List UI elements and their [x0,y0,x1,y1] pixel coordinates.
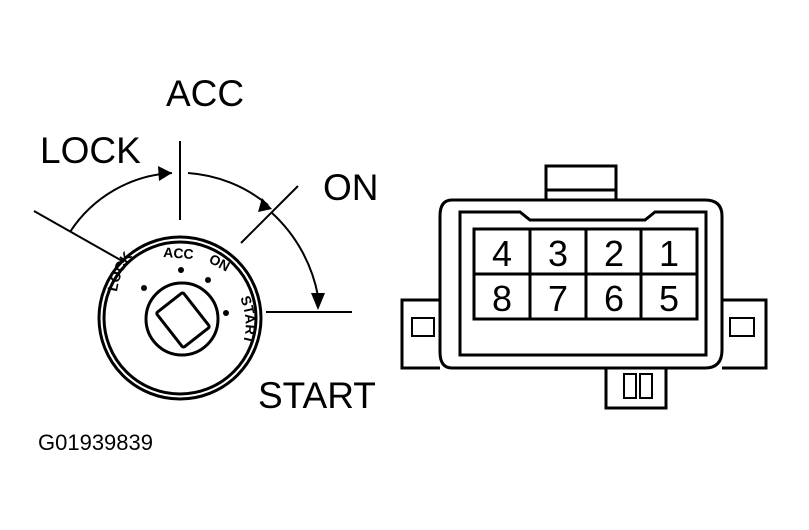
arc-arrowhead-on [258,198,272,212]
position-label-on: ON [323,167,379,208]
pin-number: 2 [604,233,624,274]
bottom-tab-slot-1 [623,373,637,399]
position-label-start: START [258,375,376,416]
figure-code: G01939839 [38,430,153,455]
left-ear-slot [411,317,435,337]
lock-to-acc-arc [69,172,173,233]
lock-position-line [33,210,125,263]
bottom-tab-slot-2 [639,373,653,399]
connector-inner-housing [458,210,708,357]
face-label-lock: LOCK [104,248,135,292]
ignition-switch: LOCK ACC ON START LOCK ACC ON START [33,73,379,416]
pin-number: 8 [492,278,512,319]
start-dot [223,310,229,316]
arc-arrowhead-acc [158,166,172,181]
on-dot [205,277,211,283]
acc-dot [178,267,184,273]
connector-bottom-tab [604,368,668,410]
connector-left-ear [400,298,440,370]
pin-number: 5 [659,278,679,319]
pin-number: 6 [604,278,624,319]
arc-arrowhead-start [311,293,325,310]
pin-number: 4 [492,233,512,274]
pin-number: 3 [548,233,568,274]
right-ear-slot [729,317,755,337]
position-label-acc: ACC [166,73,244,114]
lock-dot [141,285,147,291]
connector-housing-outline [438,198,724,370]
pin-number: 7 [548,278,568,319]
face-label-acc: ACC [163,244,194,262]
switch-inner-ring [102,240,258,396]
connector-right-ear [722,298,768,370]
key-cylinder [144,281,220,357]
face-label-start: START [237,293,258,346]
connector-top-latch [544,164,618,200]
on-position-line [240,185,299,244]
key-slot [155,291,211,349]
connector: 4 3 2 1 8 7 6 5 [400,164,768,410]
pin-number: 1 [659,233,679,274]
position-label-lock: LOCK [40,130,141,171]
on-to-start-arc [271,212,319,297]
switch-outer-ring [97,235,263,401]
acc-to-on-arc [187,172,269,206]
